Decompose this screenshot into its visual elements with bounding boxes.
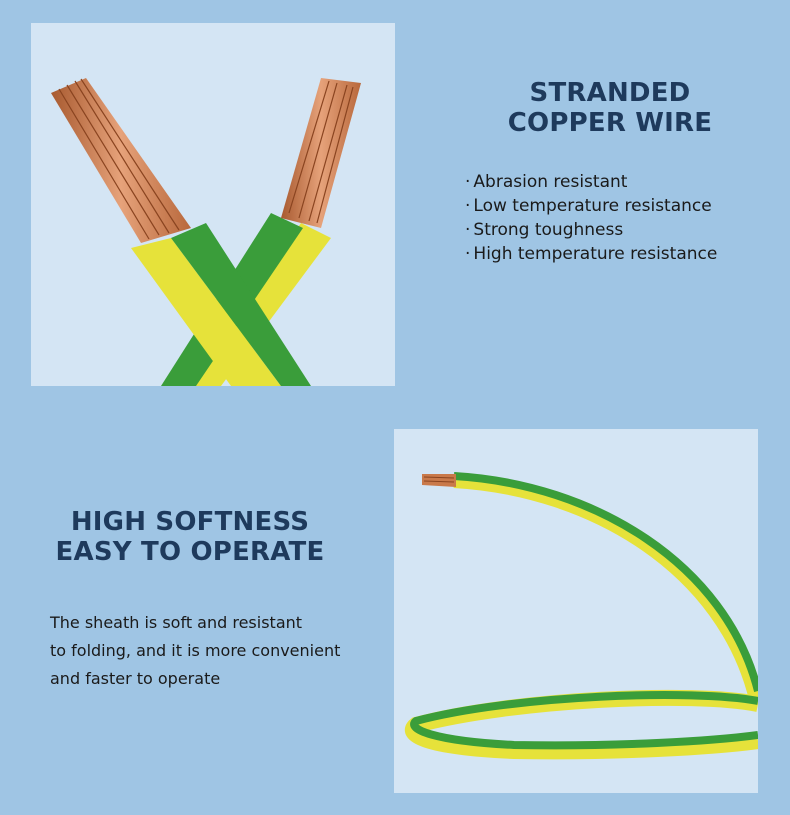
bullet-icon: · <box>465 220 471 240</box>
description-line: and faster to operate <box>50 669 221 688</box>
high-softness-heading: HIGH SOFTNESS EASY TO OPERATE <box>40 507 340 567</box>
heading-line: COPPER WIRE <box>507 108 713 138</box>
coiled-wire-illustration <box>405 472 758 760</box>
feature-item: ·High temperature resistance <box>465 242 717 266</box>
feature-item: ·Abrasion resistant <box>465 170 717 194</box>
description-line: to folding, and it is more convenient <box>50 641 341 660</box>
coiled-wire <box>405 472 758 760</box>
bullet-icon: · <box>465 244 471 264</box>
wire-left <box>51 78 311 386</box>
heading-line: EASY TO OPERATE <box>55 537 325 567</box>
feature-label: Strong toughness <box>473 220 624 240</box>
stranded-copper-wire-heading: STRANDED COPPER WIRE <box>460 78 760 138</box>
feature-item: ·Strong toughness <box>465 218 717 242</box>
coiled-wire-image <box>394 429 758 793</box>
heading-line: HIGH SOFTNESS <box>70 507 310 537</box>
feature-label: Abrasion resistant <box>473 172 628 192</box>
feature-item: ·Low temperature resistance <box>465 194 717 218</box>
feature-label: High temperature resistance <box>473 244 718 264</box>
feature-label: Low temperature resistance <box>473 196 712 216</box>
crossed-wires-image <box>31 23 395 386</box>
softness-description: The sheath is soft and resistant to fold… <box>50 609 370 693</box>
description-line: The sheath is soft and resistant <box>50 613 303 632</box>
crossed-wires-illustration <box>51 78 361 386</box>
bullet-icon: · <box>465 172 471 192</box>
feature-list: ·Abrasion resistant ·Low temperature res… <box>465 170 717 266</box>
bullet-icon: · <box>465 196 471 216</box>
heading-line: STRANDED <box>529 78 691 108</box>
